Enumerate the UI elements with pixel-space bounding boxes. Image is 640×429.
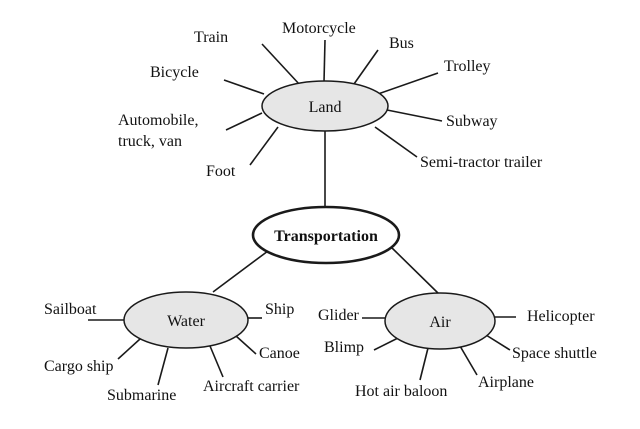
node-water-label: Water: [167, 313, 205, 330]
water-labels: Sailboat Ship Canoe Cargo ship Submarine…: [44, 301, 300, 404]
node-water: Water: [123, 291, 249, 349]
spoke-motorcycle: [323, 39, 326, 83]
label-train: Train: [194, 29, 228, 46]
spoke-semi-trailer: [374, 126, 418, 158]
spoke-subway: [386, 109, 443, 122]
label-truck-van: truck, van: [118, 133, 182, 150]
spoke-space-shuttle: [485, 334, 511, 351]
node-center-ellipse: [251, 205, 401, 265]
label-canoe: Canoe: [259, 345, 300, 362]
spoke-canoe: [235, 335, 257, 355]
spoke-train: [261, 43, 301, 86]
label-semi-trailer: Semi-tractor trailer: [420, 154, 543, 171]
connector-center-air: [389, 245, 441, 296]
spoke-automobile: [225, 112, 263, 131]
node-center-label: Transportation: [274, 228, 378, 245]
spoke-airplane: [459, 345, 478, 376]
spoke-bus: [353, 49, 379, 85]
node-land-label: Land: [309, 99, 342, 116]
spoke-foot: [249, 126, 279, 166]
label-blimp: Blimp: [324, 339, 364, 356]
air-spokes: [362, 316, 516, 381]
node-land: Land: [261, 80, 389, 132]
label-submarine: Submarine: [107, 387, 176, 404]
node-air: Air: [384, 292, 496, 350]
label-helicopter: Helicopter: [527, 308, 595, 325]
spoke-blimp: [373, 336, 401, 351]
label-space-shuttle: Space shuttle: [512, 345, 597, 362]
spoke-aircraft-carrier: [209, 345, 224, 378]
node-land-ellipse: [261, 80, 389, 132]
label-motorcycle: Motorcycle: [282, 20, 356, 37]
land-spokes: [223, 39, 443, 166]
spoke-submarine: [157, 347, 169, 386]
label-glider: Glider: [318, 307, 360, 324]
land-labels: Train Motorcycle Bus Trolley Bicycle Aut…: [118, 20, 543, 180]
label-bicycle: Bicycle: [150, 64, 199, 81]
spoke-hot-air-baloon: [419, 347, 429, 381]
label-cargo-ship: Cargo ship: [44, 358, 113, 375]
label-airplane: Airplane: [478, 374, 534, 391]
label-subway: Subway: [446, 113, 498, 130]
label-trolley: Trolley: [444, 58, 491, 75]
spoke-trolley: [377, 72, 439, 95]
node-air-ellipse: [384, 292, 496, 350]
label-automobile: Automobile,: [118, 112, 198, 129]
label-foot: Foot: [206, 163, 236, 180]
label-sailboat: Sailboat: [44, 301, 97, 318]
label-bus: Bus: [389, 35, 414, 52]
label-aircraft-carrier: Aircraft carrier: [203, 378, 300, 395]
hub-connectors: [212, 131, 441, 296]
connector-center-water: [212, 247, 273, 293]
label-hot-air-baloon: Hot air baloon: [355, 383, 447, 400]
label-ship: Ship: [265, 301, 294, 318]
spoke-cargo-ship: [117, 338, 141, 360]
node-center: Transportation: [251, 205, 401, 265]
node-water-ellipse: [123, 291, 249, 349]
water-spokes: [88, 317, 262, 386]
node-air-label: Air: [429, 314, 451, 331]
air-labels: Glider Helicopter Blimp Space shuttle Ho…: [318, 307, 597, 400]
spoke-bicycle: [223, 79, 265, 95]
